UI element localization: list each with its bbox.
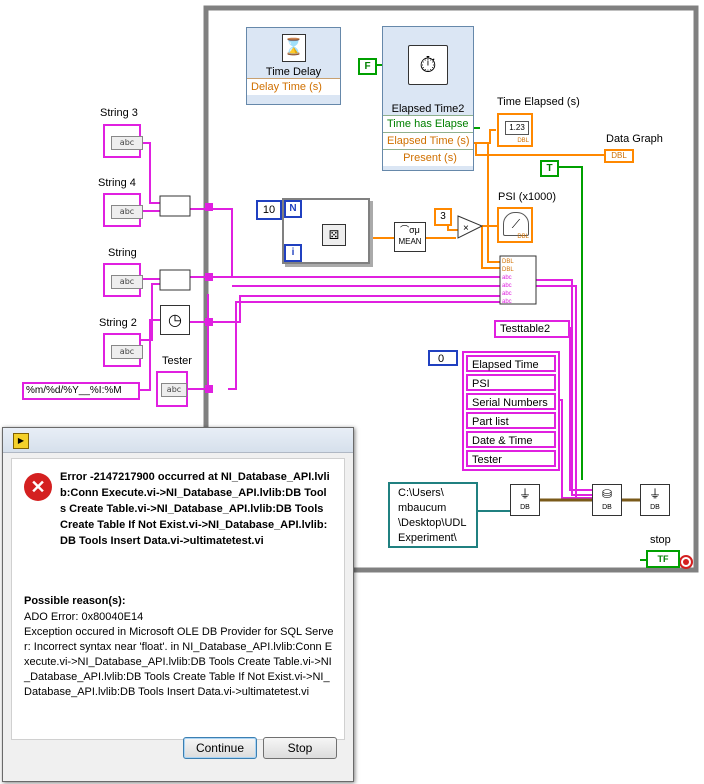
column-item[interactable]: Elapsed Time — [466, 355, 556, 372]
data-graph-label: Data Graph — [606, 133, 663, 145]
string2-label: String 2 — [99, 317, 137, 329]
psi-gauge-indicator[interactable]: ⟋ DBL — [497, 207, 533, 243]
build-array-input-type: abc — [502, 291, 512, 297]
concatenate-strings-node-2 — [159, 269, 191, 291]
time-has-elapsed-output[interactable]: Time has Elapse — [383, 115, 473, 132]
time-delay-title: Time Delay — [265, 66, 322, 78]
for-loop[interactable]: N i ⚄ — [282, 198, 370, 264]
dbl-type-tag: DBL — [517, 234, 529, 240]
column-item[interactable]: Serial Numbers — [466, 393, 556, 410]
string3-control[interactable]: abc — [103, 124, 143, 158]
string-type-icon: abc — [111, 136, 143, 150]
path-line: mbaucum — [398, 502, 447, 514]
stop-button[interactable]: Stop — [263, 737, 337, 759]
string3-label: String 3 — [100, 107, 138, 119]
array-index-constant[interactable]: 0 — [428, 350, 458, 366]
elapsed-time-title: Elapsed Time2 — [391, 103, 465, 115]
format-date-time-node: ◷ — [160, 305, 190, 335]
tester-label: Tester — [162, 355, 192, 367]
loop-iteration-terminal: i — [284, 244, 302, 262]
multiply-symbol: × — [463, 223, 469, 234]
string4-label: String 4 — [98, 177, 136, 189]
psi-label: PSI (x1000) — [498, 191, 557, 203]
table-name-constant[interactable]: Testtable2 — [494, 320, 570, 338]
dialog-body: ✕ Error -2147217900 occurred at NI_Datab… — [11, 458, 345, 740]
build-array-node — [499, 255, 537, 305]
string-type-icon: abc — [161, 383, 187, 397]
db-open-connection-node[interactable]: ⏚ DB — [510, 484, 540, 516]
string-type-icon: abc — [111, 345, 143, 359]
reason-heading: Possible reason(s): — [24, 595, 126, 607]
elapsed-time-express-vi[interactable]: ⏱ Elapsed Time2 Time has Elapse Elapsed … — [382, 26, 474, 171]
error-dialog[interactable]: ▶ ✕ Error -2147217900 occurred at NI_Dat… — [2, 427, 354, 782]
build-array-inputs: DBL DBL abc abc abc abc — [502, 258, 518, 306]
present-output[interactable]: Present (s) — [383, 149, 473, 166]
time-elapsed-indicator[interactable]: 1.23 DBL — [497, 113, 533, 147]
column-item[interactable]: Part list — [466, 412, 556, 429]
build-array-input-type: abc — [502, 275, 512, 281]
loop-count-constant[interactable]: 10 — [256, 200, 282, 220]
path-line: Experiment\ — [398, 532, 457, 544]
path-line: \Desktop\UDL — [398, 517, 467, 529]
error-message: Error -2147217900 occurred at NI_Databas… — [60, 471, 330, 547]
string-label: String — [108, 247, 137, 259]
stop-label: stop — [650, 534, 671, 546]
build-array-input-type: DBL — [502, 259, 514, 265]
string-type-icon: abc — [111, 275, 143, 289]
multiplier-constant[interactable]: 3 — [434, 208, 452, 226]
data-graph-indicator[interactable]: DBL — [604, 149, 634, 163]
gauge-icon: ⟋ — [503, 212, 529, 236]
build-array-input-type: abc — [502, 299, 512, 305]
dbl-type-tag: DBL — [517, 138, 529, 144]
plug-icon: ⏚ — [648, 487, 661, 501]
column-item[interactable]: Date & Time — [466, 431, 556, 448]
db-close-connection-node[interactable]: ⏚ DB — [640, 484, 670, 516]
loop-tunnels — [205, 203, 213, 393]
column-item[interactable]: Tester — [466, 450, 556, 467]
mean-wave-icon: ⌒σμ — [400, 225, 420, 235]
numeric-display-icon: 1.23 — [505, 121, 529, 135]
error-icon: ✕ — [24, 473, 52, 501]
build-array-input-type: DBL — [502, 267, 514, 273]
loop-count-terminal: N — [284, 200, 302, 218]
build-array-input-type: abc — [502, 283, 512, 289]
clock-icon: ◷ — [168, 312, 182, 329]
tester-control[interactable]: abc — [156, 371, 188, 407]
stopwatch-icon: ⏱ — [408, 45, 448, 85]
elapsed-time-output[interactable]: Elapsed Time (s) — [383, 132, 473, 149]
string-type-icon: abc — [111, 205, 143, 219]
column-item[interactable]: PSI — [466, 374, 556, 391]
database-insert-icon: ⛁ — [601, 487, 613, 501]
concatenate-strings-node-1 — [159, 195, 191, 217]
mean-node: ⌒σμ MEAN — [394, 222, 426, 252]
labview-app-icon: ▶ — [13, 433, 29, 449]
columns-array-constant[interactable]: Elapsed Time PSI Serial Numbers Part lis… — [462, 351, 560, 471]
plug-icon: ⏚ — [518, 487, 531, 501]
while-loop-frame — [203, 5, 699, 573]
dialog-titlebar[interactable]: ▶ — [3, 428, 353, 453]
db-label: DB — [650, 504, 660, 511]
db-label: DB — [602, 504, 612, 511]
stop-button-control[interactable]: TF — [646, 550, 680, 568]
string2-control[interactable]: abc — [103, 333, 143, 367]
true-constant[interactable]: T — [540, 160, 559, 177]
time-elapsed-label: Time Elapsed (s) — [497, 96, 580, 108]
string4-control[interactable]: abc — [103, 193, 143, 227]
db-insert-data-node[interactable]: ⛁ DB — [592, 484, 622, 516]
multiply-node — [457, 215, 484, 239]
hourglass-icon: ⌛ — [281, 34, 306, 62]
string-control[interactable]: abc — [103, 263, 143, 297]
random-number-icon: ⚄ — [322, 224, 346, 246]
path-constant[interactable]: C:\Users\ mbaucum \Desktop\UDL Experimen… — [388, 482, 478, 548]
time-delay-express-vi[interactable]: ⌛ Time Delay Delay Time (s) — [246, 27, 341, 105]
db-label: DB — [520, 504, 530, 511]
continue-button[interactable]: Continue — [183, 737, 257, 759]
format-string-constant[interactable]: %m/%d/%Y__%I:%M — [22, 382, 140, 400]
false-constant[interactable]: F — [358, 58, 377, 75]
delay-time-param[interactable]: Delay Time (s) — [247, 78, 340, 95]
path-line: C:\Users\ — [398, 487, 444, 499]
mean-label: MEAN — [398, 237, 422, 246]
reason-details: ADO Error: 0x80040E14 Exception occured … — [24, 611, 334, 698]
